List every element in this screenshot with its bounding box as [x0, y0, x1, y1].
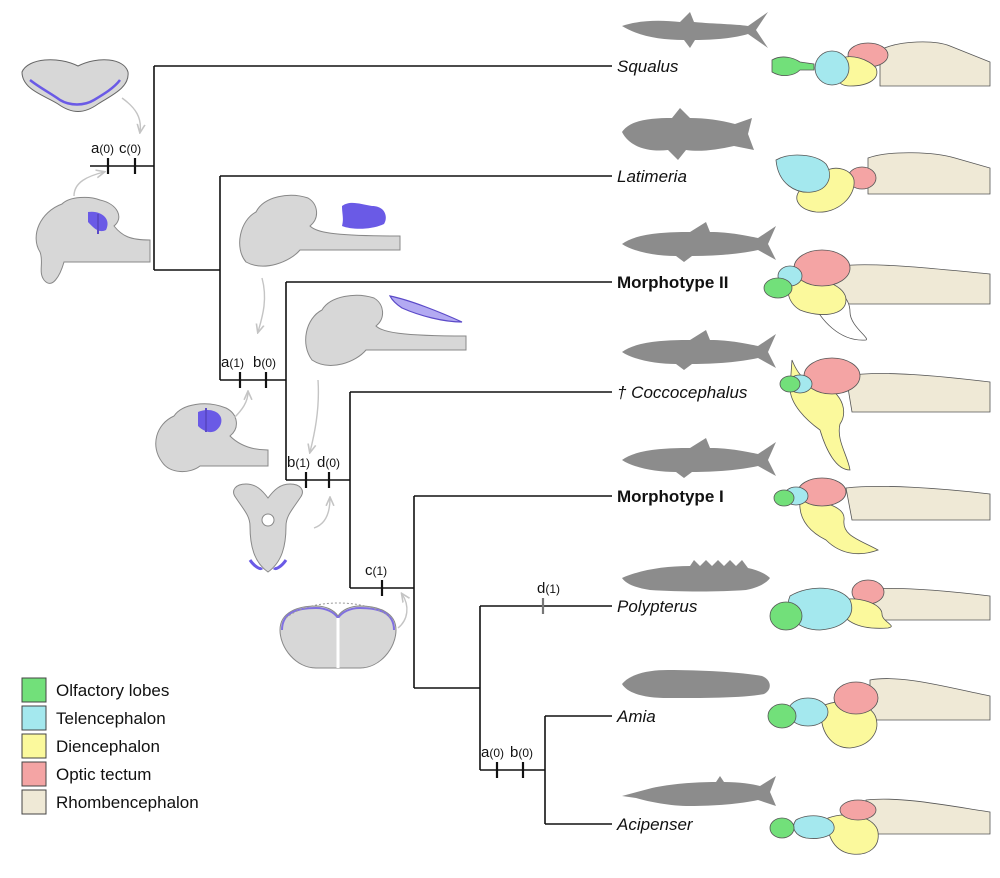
brain-coccocephalus — [779, 357, 991, 471]
taxon-label-morphotype-i: Morphotype I — [617, 487, 724, 506]
tarpon-silhouette-3 — [622, 438, 776, 478]
brain-acipenser — [769, 798, 991, 855]
char-label: a(0) — [481, 744, 504, 761]
brain-polypterus — [769, 579, 991, 631]
legend-item-telencephalon: Telencephalon — [21, 705, 166, 731]
char-label: c(1) — [365, 562, 387, 579]
fish-silhouettes — [622, 12, 776, 806]
taxon-label-latimeria: Latimeria — [617, 167, 687, 186]
brain-squalus — [771, 41, 991, 87]
char-label: d(0) — [317, 454, 340, 471]
sagittal-section-mid-2 — [305, 294, 467, 366]
char-label: a(1) — [221, 354, 244, 371]
brain-amia — [767, 678, 991, 749]
svg-text:Optic tectum: Optic tectum — [56, 765, 151, 784]
cross-section-top — [21, 59, 129, 112]
char-label: c(0) — [119, 140, 141, 157]
legend-item-rhombencephalon: Rhombencephalon — [21, 789, 199, 815]
char-label: d(1) — [537, 580, 560, 597]
coelacanth-silhouette — [622, 108, 754, 160]
shark-silhouette — [622, 12, 768, 48]
legend-item-optic-tectum: Optic tectum — [21, 761, 151, 787]
brain-morphotype-i — [773, 477, 991, 555]
sturgeon-silhouette — [622, 776, 776, 806]
svg-text:Rhombencephalon: Rhombencephalon — [56, 793, 199, 812]
brain-diagrams — [763, 41, 991, 855]
svg-text:Telencephalon: Telencephalon — [56, 709, 166, 728]
character-markers: a(0) c(0) a(1) b(0) b(1) d(0) c(1) d(1) … — [91, 140, 560, 778]
taxon-label-polypterus: Polypterus — [617, 597, 698, 616]
char-label: b(1) — [287, 454, 310, 471]
tarpon-silhouette-1 — [622, 222, 776, 262]
sagittal-section-mid-1 — [239, 194, 401, 267]
char-label: b(0) — [510, 744, 533, 761]
bichir-silhouette — [622, 560, 770, 592]
brain-morphotype-ii — [763, 249, 991, 341]
svg-text:Olfactory lobes: Olfactory lobes — [56, 681, 169, 700]
sagittal-section-left — [35, 196, 151, 284]
char-label: a(0) — [91, 140, 114, 157]
sagittal-section-left-lower — [155, 403, 269, 472]
cross-section-mid — [233, 483, 303, 573]
taxon-label-coccocephalus: † Coccocephalus — [617, 383, 748, 402]
schematic-illustrations — [21, 59, 467, 669]
svg-text:Diencephalon: Diencephalon — [56, 737, 160, 756]
legend-item-olfactory-lobes: Olfactory lobes — [21, 677, 169, 703]
char-label: b(0) — [253, 354, 276, 371]
legend: Olfactory lobes Telencephalon Diencephal… — [21, 677, 199, 815]
taxon-label-squalus: Squalus — [617, 57, 679, 76]
taxon-label-amia: Amia — [616, 707, 656, 726]
taxon-label-morphotype-ii: Morphotype II — [617, 273, 728, 292]
taxon-labels: Squalus Latimeria Morphotype II † Coccoc… — [616, 57, 748, 834]
cross-section-everted — [279, 602, 397, 669]
brain-latimeria — [775, 152, 991, 213]
legend-item-diencephalon: Diencephalon — [21, 733, 160, 759]
bowfin-silhouette — [622, 670, 770, 698]
taxon-label-acipenser: Acipenser — [616, 815, 694, 834]
tarpon-silhouette-2 — [622, 330, 776, 370]
